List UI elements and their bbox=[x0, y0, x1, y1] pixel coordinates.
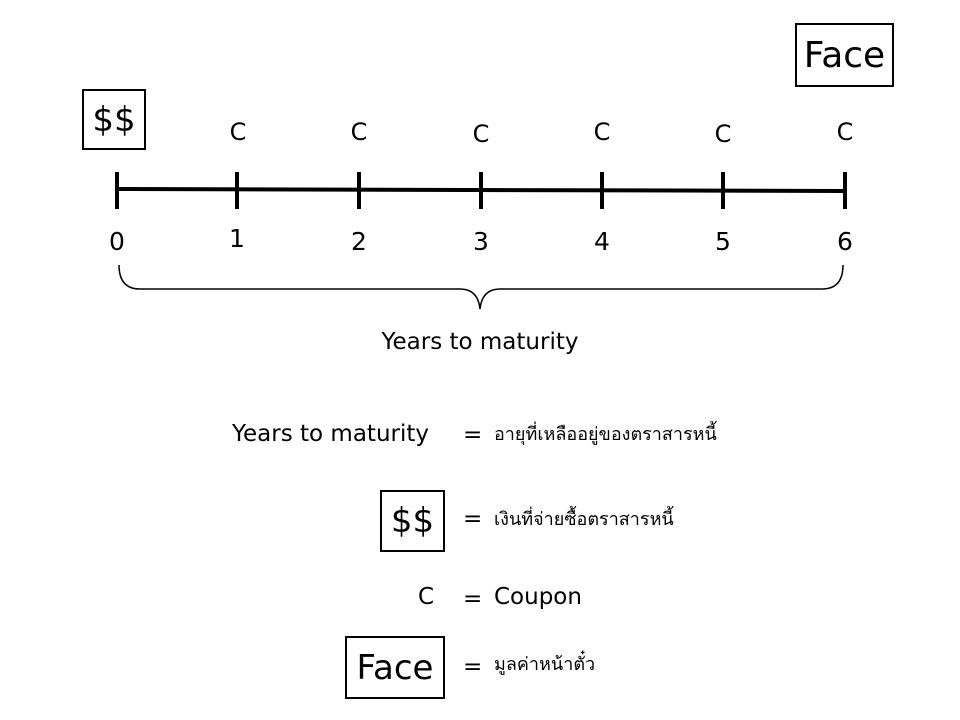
tick-label-0: 0 bbox=[109, 227, 125, 256]
tick-label-1: 1 bbox=[229, 224, 245, 253]
coupon-label-4: C bbox=[593, 118, 611, 146]
face-value-box: Face bbox=[795, 23, 894, 87]
legend-equals-2: = bbox=[463, 506, 483, 532]
tick-label-6: 6 bbox=[837, 227, 853, 256]
legend-purchase-price-box: $$ bbox=[380, 490, 445, 552]
tick-label-3: 3 bbox=[473, 227, 489, 256]
legend-term-purchase-price: $$ bbox=[390, 501, 435, 541]
coupon-label-5: C bbox=[714, 120, 732, 148]
face-value-label: Face bbox=[803, 34, 886, 76]
legend-term-coupon: C bbox=[418, 584, 435, 610]
coupon-label-1: C bbox=[229, 118, 247, 146]
tick-label-5: 5 bbox=[715, 227, 731, 256]
tick-label-4: 4 bbox=[594, 227, 610, 256]
coupon-label-2: C bbox=[350, 118, 368, 146]
tick-label-2: 2 bbox=[351, 227, 367, 256]
legend-face-value-box: Face bbox=[345, 636, 445, 699]
legend-def-years: อายุที่เหลืออยู่ของตราสารหนี้ bbox=[494, 424, 717, 445]
legend-equals-1: = bbox=[463, 422, 483, 448]
legend-term-face-value: Face bbox=[356, 647, 434, 688]
legend-def-purchase-price: เงินที่จ่ายซื้อตราสารหนี้ bbox=[494, 509, 674, 530]
legend-def-face-value: มูลค่าหน้าตั๋ว bbox=[494, 654, 596, 675]
brace-label: Years to maturity bbox=[381, 329, 579, 355]
maturity-brace bbox=[118, 264, 844, 310]
legend-equals-3: = bbox=[463, 586, 483, 612]
coupon-label-3: C bbox=[472, 120, 490, 148]
coupon-label-6: C bbox=[836, 118, 854, 146]
purchase-price-label: $$ bbox=[92, 99, 136, 140]
legend-equals-4: = bbox=[463, 654, 483, 680]
purchase-price-box: $$ bbox=[82, 89, 146, 150]
legend-def-coupon: Coupon bbox=[494, 584, 582, 610]
legend-term-years: Years to maturity bbox=[232, 421, 429, 447]
